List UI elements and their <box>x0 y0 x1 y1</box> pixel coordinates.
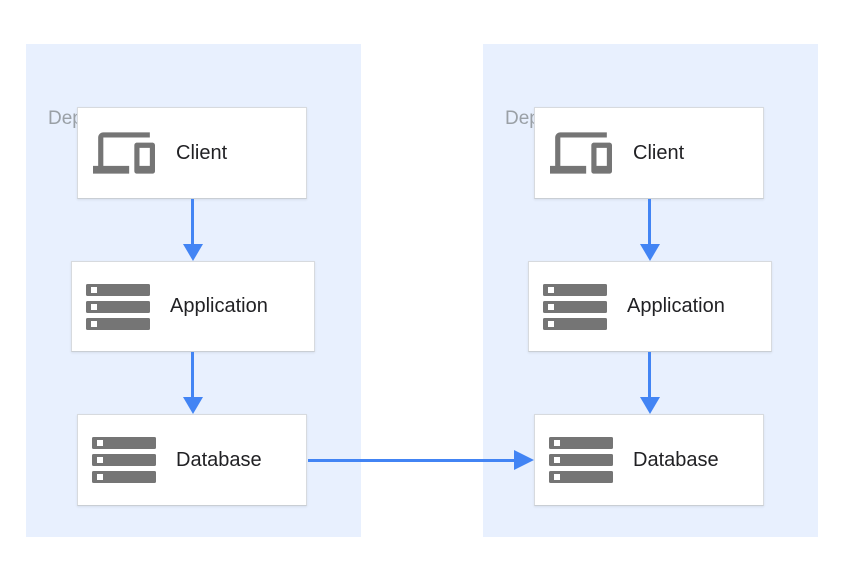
arrow-application-to-database-2 <box>648 352 651 397</box>
node-label: Database <box>633 448 719 471</box>
node-application-2: Application <box>528 261 772 352</box>
node-client-1: Client <box>77 107 307 199</box>
deployment-location-1-panel: Deployment location 1 Client <box>26 44 361 537</box>
node-label: Application <box>170 295 268 317</box>
server-stack-icon <box>92 437 156 483</box>
devices-icon <box>549 122 613 184</box>
devices-icon <box>92 122 156 184</box>
node-label: Database <box>176 448 262 471</box>
server-stack-icon <box>86 283 150 330</box>
arrow-client-to-application-2 <box>648 199 651 244</box>
node-client-2: Client <box>534 107 764 199</box>
node-label: Application <box>627 295 725 317</box>
arrow-database-to-database-head <box>514 450 534 470</box>
arrow-application-to-database-1 <box>191 352 194 397</box>
server-stack-icon <box>549 437 613 483</box>
node-application-1: Application <box>71 261 315 352</box>
server-stack-icon <box>543 283 607 330</box>
arrow-client-to-application-1 <box>191 199 194 244</box>
deployment-location-2-panel: Deployment location 2 Client <box>483 44 818 537</box>
arrow-database-to-database-line <box>308 459 514 462</box>
node-label: Client <box>176 141 228 164</box>
node-label: Client <box>633 141 685 164</box>
node-database-1: Database <box>77 414 307 506</box>
node-database-2: Database <box>534 414 764 506</box>
